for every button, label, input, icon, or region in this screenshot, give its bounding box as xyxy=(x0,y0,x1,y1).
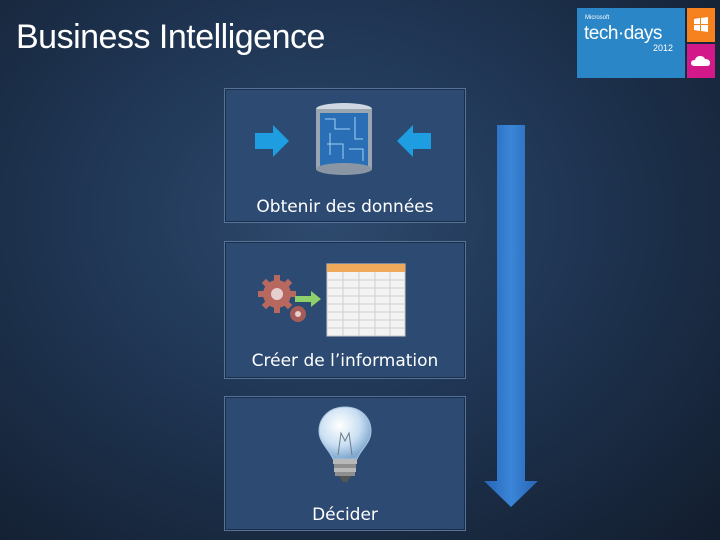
windows-logo-icon xyxy=(687,8,715,42)
step-panel-create-information: Créer de l’information xyxy=(224,241,466,379)
techdays-logo: Microsoft tech·days 2012 xyxy=(577,8,715,78)
arrow-right-icon xyxy=(255,125,289,157)
step-label: Créer de l’information xyxy=(251,351,439,371)
logo-main-tile: Microsoft tech·days 2012 xyxy=(577,8,685,78)
step-panel-get-data: Obtenir des données xyxy=(224,88,466,223)
logo-brand-text: tech·days xyxy=(584,23,662,44)
logo-year-text: 2012 xyxy=(653,43,674,53)
step-label: Décider xyxy=(312,505,378,525)
logo-microsoft-text: Microsoft xyxy=(585,15,610,21)
gear-spreadsheet-icon xyxy=(258,263,406,337)
arrow-left-icon xyxy=(397,125,431,157)
page-title: Business Intelligence xyxy=(16,18,325,56)
lightbulb-icon xyxy=(318,406,372,482)
flow-down-arrow-icon xyxy=(484,125,538,507)
database-icon xyxy=(255,103,431,175)
cloud-icon xyxy=(687,44,715,78)
step-label: Obtenir des données xyxy=(256,197,434,217)
step-panel-decide: Décider xyxy=(224,396,466,531)
